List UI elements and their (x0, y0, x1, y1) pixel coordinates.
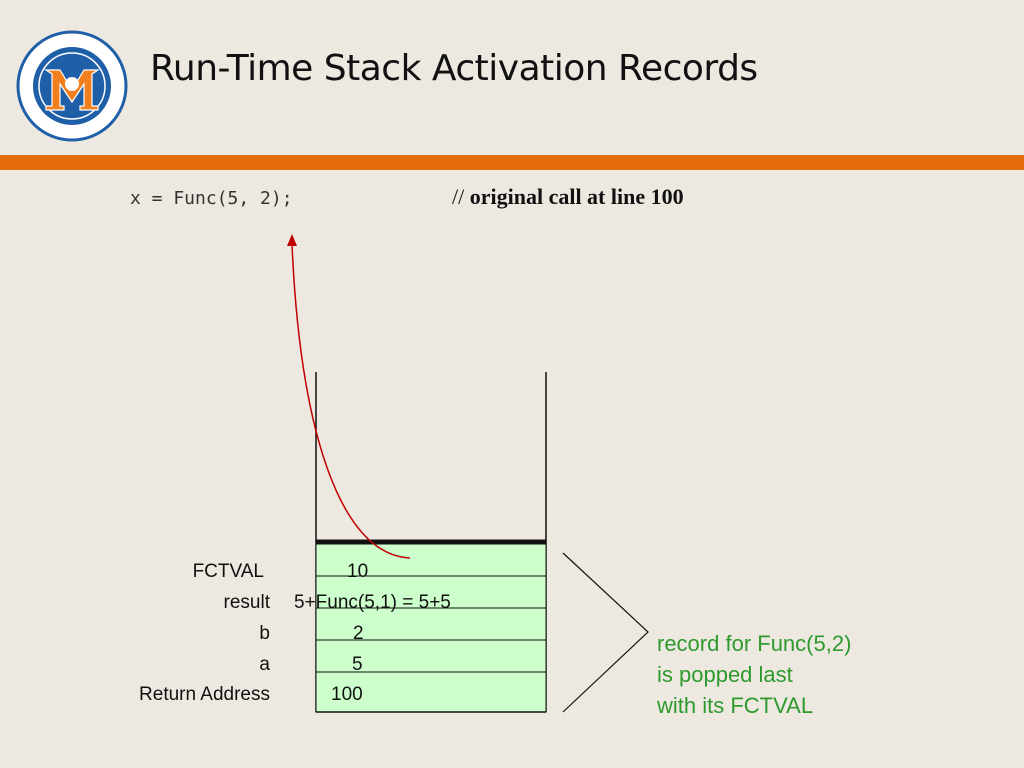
comment-prefix: // (452, 184, 470, 209)
accent-bar (0, 155, 1024, 170)
note-line: is popped last (657, 662, 793, 687)
university-seal-logo (16, 30, 128, 142)
note-line: record for Func(5,2) (657, 631, 852, 656)
row-label-fctval: FCTVAL (192, 561, 264, 582)
record-bracket (562, 552, 649, 713)
slide-title: Run-Time Stack Activation Records (150, 48, 758, 89)
row-label-return-address: Return Address (139, 684, 270, 705)
comment-text: original call at line 100 (469, 184, 684, 209)
note-line: with its FCTVAL (657, 693, 814, 718)
activation-record (315, 541, 547, 713)
row-value-b: 2 (353, 623, 364, 644)
popped-record-note: record for Func(5,2) is popped last with… (657, 628, 851, 721)
row-label-b: b (259, 623, 270, 644)
return-arrow-head (287, 234, 297, 246)
row-value-return-address: 100 (331, 684, 363, 705)
row-label-a: a (259, 654, 270, 675)
row-value-fctval: 10 (347, 561, 369, 582)
row-label-result: result (223, 592, 270, 613)
return-arrow (291, 243, 411, 559)
code-comment: // original call at line 100 (452, 184, 684, 210)
code-statement: x = Func(5, 2); (130, 188, 293, 209)
row-value-a: 5 (352, 654, 363, 675)
row-value-result: 5+Func(5,1) = 5+5 (294, 592, 451, 613)
